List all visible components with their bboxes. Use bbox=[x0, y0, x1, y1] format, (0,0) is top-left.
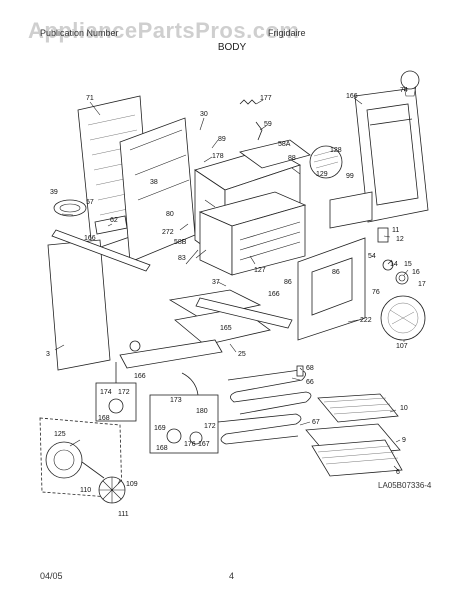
part-label: 168 bbox=[156, 445, 168, 452]
inset-knob-detail-a bbox=[95, 362, 137, 422]
oven-door bbox=[354, 87, 429, 223]
part-label: 54 bbox=[368, 253, 376, 260]
part-label: 9 bbox=[402, 437, 406, 444]
part-label: 89 bbox=[218, 136, 226, 143]
section-title: BODY bbox=[217, 42, 247, 53]
part-label: 86 bbox=[284, 279, 292, 286]
drawer-rail bbox=[195, 297, 293, 329]
watermark-logo: AppliancePartsPros.com bbox=[28, 18, 300, 43]
inset-knob-detail-b bbox=[149, 372, 219, 454]
trim-strip bbox=[51, 229, 151, 272]
part-label: 39 bbox=[50, 189, 58, 196]
part-label: 68 bbox=[306, 365, 314, 372]
part-label: 25 bbox=[238, 351, 246, 358]
switch-components bbox=[377, 227, 409, 285]
broil-element bbox=[227, 369, 312, 415]
part-label: 109 bbox=[126, 481, 138, 488]
fan-cover bbox=[380, 295, 426, 341]
part-number-labels: 71 30 89 178 177 59 166 74 58A 88 128 12… bbox=[46, 87, 426, 518]
part-label: 62 bbox=[110, 217, 118, 224]
part-label: 272 bbox=[162, 229, 174, 236]
part-label: 17 bbox=[418, 281, 426, 288]
part-label: 166 bbox=[346, 93, 358, 100]
part-label: 74 bbox=[400, 87, 408, 94]
part-label: 66 bbox=[306, 379, 314, 386]
part-label: 172 bbox=[118, 389, 130, 396]
part-label: 167 bbox=[198, 441, 210, 448]
part-label: 38 bbox=[150, 179, 158, 186]
part-label: 166 bbox=[134, 373, 146, 380]
part-label: 12 bbox=[396, 236, 404, 243]
part-label: 83 bbox=[178, 255, 186, 262]
header-publication: Publication Number bbox=[40, 28, 119, 38]
part-label: 222 bbox=[360, 317, 372, 324]
part-label: 3 bbox=[46, 351, 50, 358]
part-label: 129 bbox=[316, 171, 328, 178]
rail-62 bbox=[94, 215, 128, 235]
bracket-99 bbox=[329, 191, 373, 229]
part-label: 15 bbox=[404, 261, 412, 268]
part-label: 174 bbox=[100, 389, 112, 396]
diagram-code: LA05B07336-4 bbox=[378, 481, 432, 490]
part-label: 176 bbox=[184, 441, 196, 448]
part-label: 71 bbox=[86, 95, 94, 102]
part-label: 10 bbox=[400, 405, 408, 412]
fan-element-cluster bbox=[309, 145, 343, 179]
part-label: 125 bbox=[54, 431, 66, 438]
convection-fan-inset bbox=[39, 417, 126, 504]
part-label: 76 bbox=[372, 289, 380, 296]
part-label: 107 bbox=[396, 343, 408, 350]
part-label: 88 bbox=[288, 155, 296, 162]
part-label: 177 bbox=[260, 95, 272, 102]
coil-39 bbox=[53, 199, 87, 217]
footer-date: 04/05 bbox=[40, 571, 63, 581]
oven-cavity bbox=[198, 191, 307, 276]
part-label: 110 bbox=[80, 487, 91, 494]
pin-68 bbox=[296, 365, 304, 377]
part-label: 173 bbox=[170, 397, 182, 404]
part-label: 14 bbox=[390, 261, 398, 268]
part-label: 6 bbox=[396, 469, 400, 476]
door-handle-knob bbox=[400, 70, 420, 97]
part-label: 178 bbox=[212, 153, 224, 160]
lower-control-panel bbox=[119, 339, 223, 369]
racks-and-tray bbox=[305, 393, 403, 477]
part-label: 169 bbox=[154, 425, 166, 432]
top-cover bbox=[239, 139, 311, 169]
part-label: 67 bbox=[312, 419, 320, 426]
part-label: 168 bbox=[98, 415, 110, 422]
part-label: 58A bbox=[278, 141, 291, 148]
page-number: 4 bbox=[229, 571, 235, 581]
part-label: 11 bbox=[392, 227, 399, 234]
part-label: 99 bbox=[346, 173, 354, 180]
part-label: 80 bbox=[166, 211, 174, 218]
part-label: 127 bbox=[254, 267, 266, 274]
spring-177 bbox=[239, 99, 257, 105]
part-label: 58B bbox=[174, 239, 187, 246]
part-label: 37 bbox=[212, 279, 220, 286]
part-label: 30 bbox=[200, 111, 208, 118]
part-label: 86 bbox=[332, 269, 340, 276]
outer-wrapper-panel bbox=[47, 239, 111, 371]
part-label: 128 bbox=[330, 147, 342, 154]
part-label: 166 bbox=[268, 291, 280, 298]
part-label: 172 bbox=[204, 423, 216, 430]
part-label: 16 bbox=[412, 269, 420, 276]
part-label: 59 bbox=[264, 121, 272, 128]
part-label: 57 bbox=[86, 199, 94, 206]
right-side-panel bbox=[297, 237, 366, 341]
part-label: 166 bbox=[84, 235, 96, 242]
leader-lines bbox=[54, 97, 409, 485]
part-label: 180 bbox=[196, 408, 208, 415]
bake-element bbox=[217, 413, 302, 445]
part-label: 165 bbox=[220, 325, 232, 332]
tube-59 bbox=[255, 121, 263, 141]
part-label: 111 bbox=[118, 511, 129, 518]
header-brand: Frigidaire bbox=[268, 28, 306, 38]
